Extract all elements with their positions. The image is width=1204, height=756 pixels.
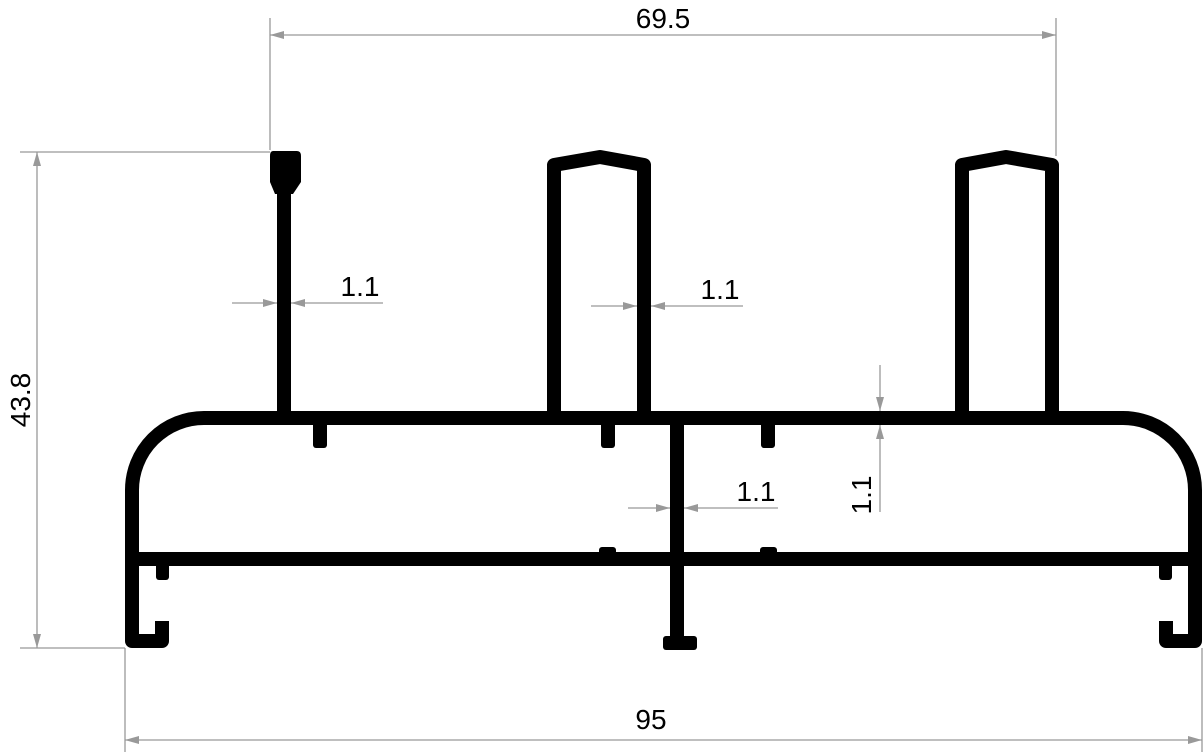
dimension-label: 43.8 — [5, 373, 36, 428]
dimension-label: 1.1 — [701, 274, 740, 305]
dimension-label: 1.1 — [341, 271, 380, 302]
dimension-stem-wall: 1.1 — [232, 271, 383, 307]
dimension-label: 95 — [635, 704, 666, 735]
profile-nubs — [156, 420, 1172, 580]
dimension-height: 43.8 — [5, 151, 270, 649]
dimension-fin-wall: 1.1 — [591, 274, 743, 310]
dimension-center-web: 1.1 — [628, 476, 778, 512]
profile-outer-shell — [125, 411, 1202, 648]
profile-center-foot — [663, 636, 697, 650]
aluminium-profile — [125, 150, 1202, 650]
dimension-label: 69.5 — [636, 3, 691, 34]
dimension-top-width: 69.5 — [269, 3, 1057, 156]
dimension-top-wall: 1.1 — [846, 365, 884, 515]
profile-stem-head — [270, 151, 301, 194]
dimension-overall-width: 95 — [124, 648, 1203, 752]
profile-fin-1 — [547, 150, 651, 412]
dimension-label: 1.1 — [737, 476, 776, 507]
profile-fin-2 — [955, 150, 1059, 412]
dimension-label: 1.1 — [846, 476, 877, 515]
